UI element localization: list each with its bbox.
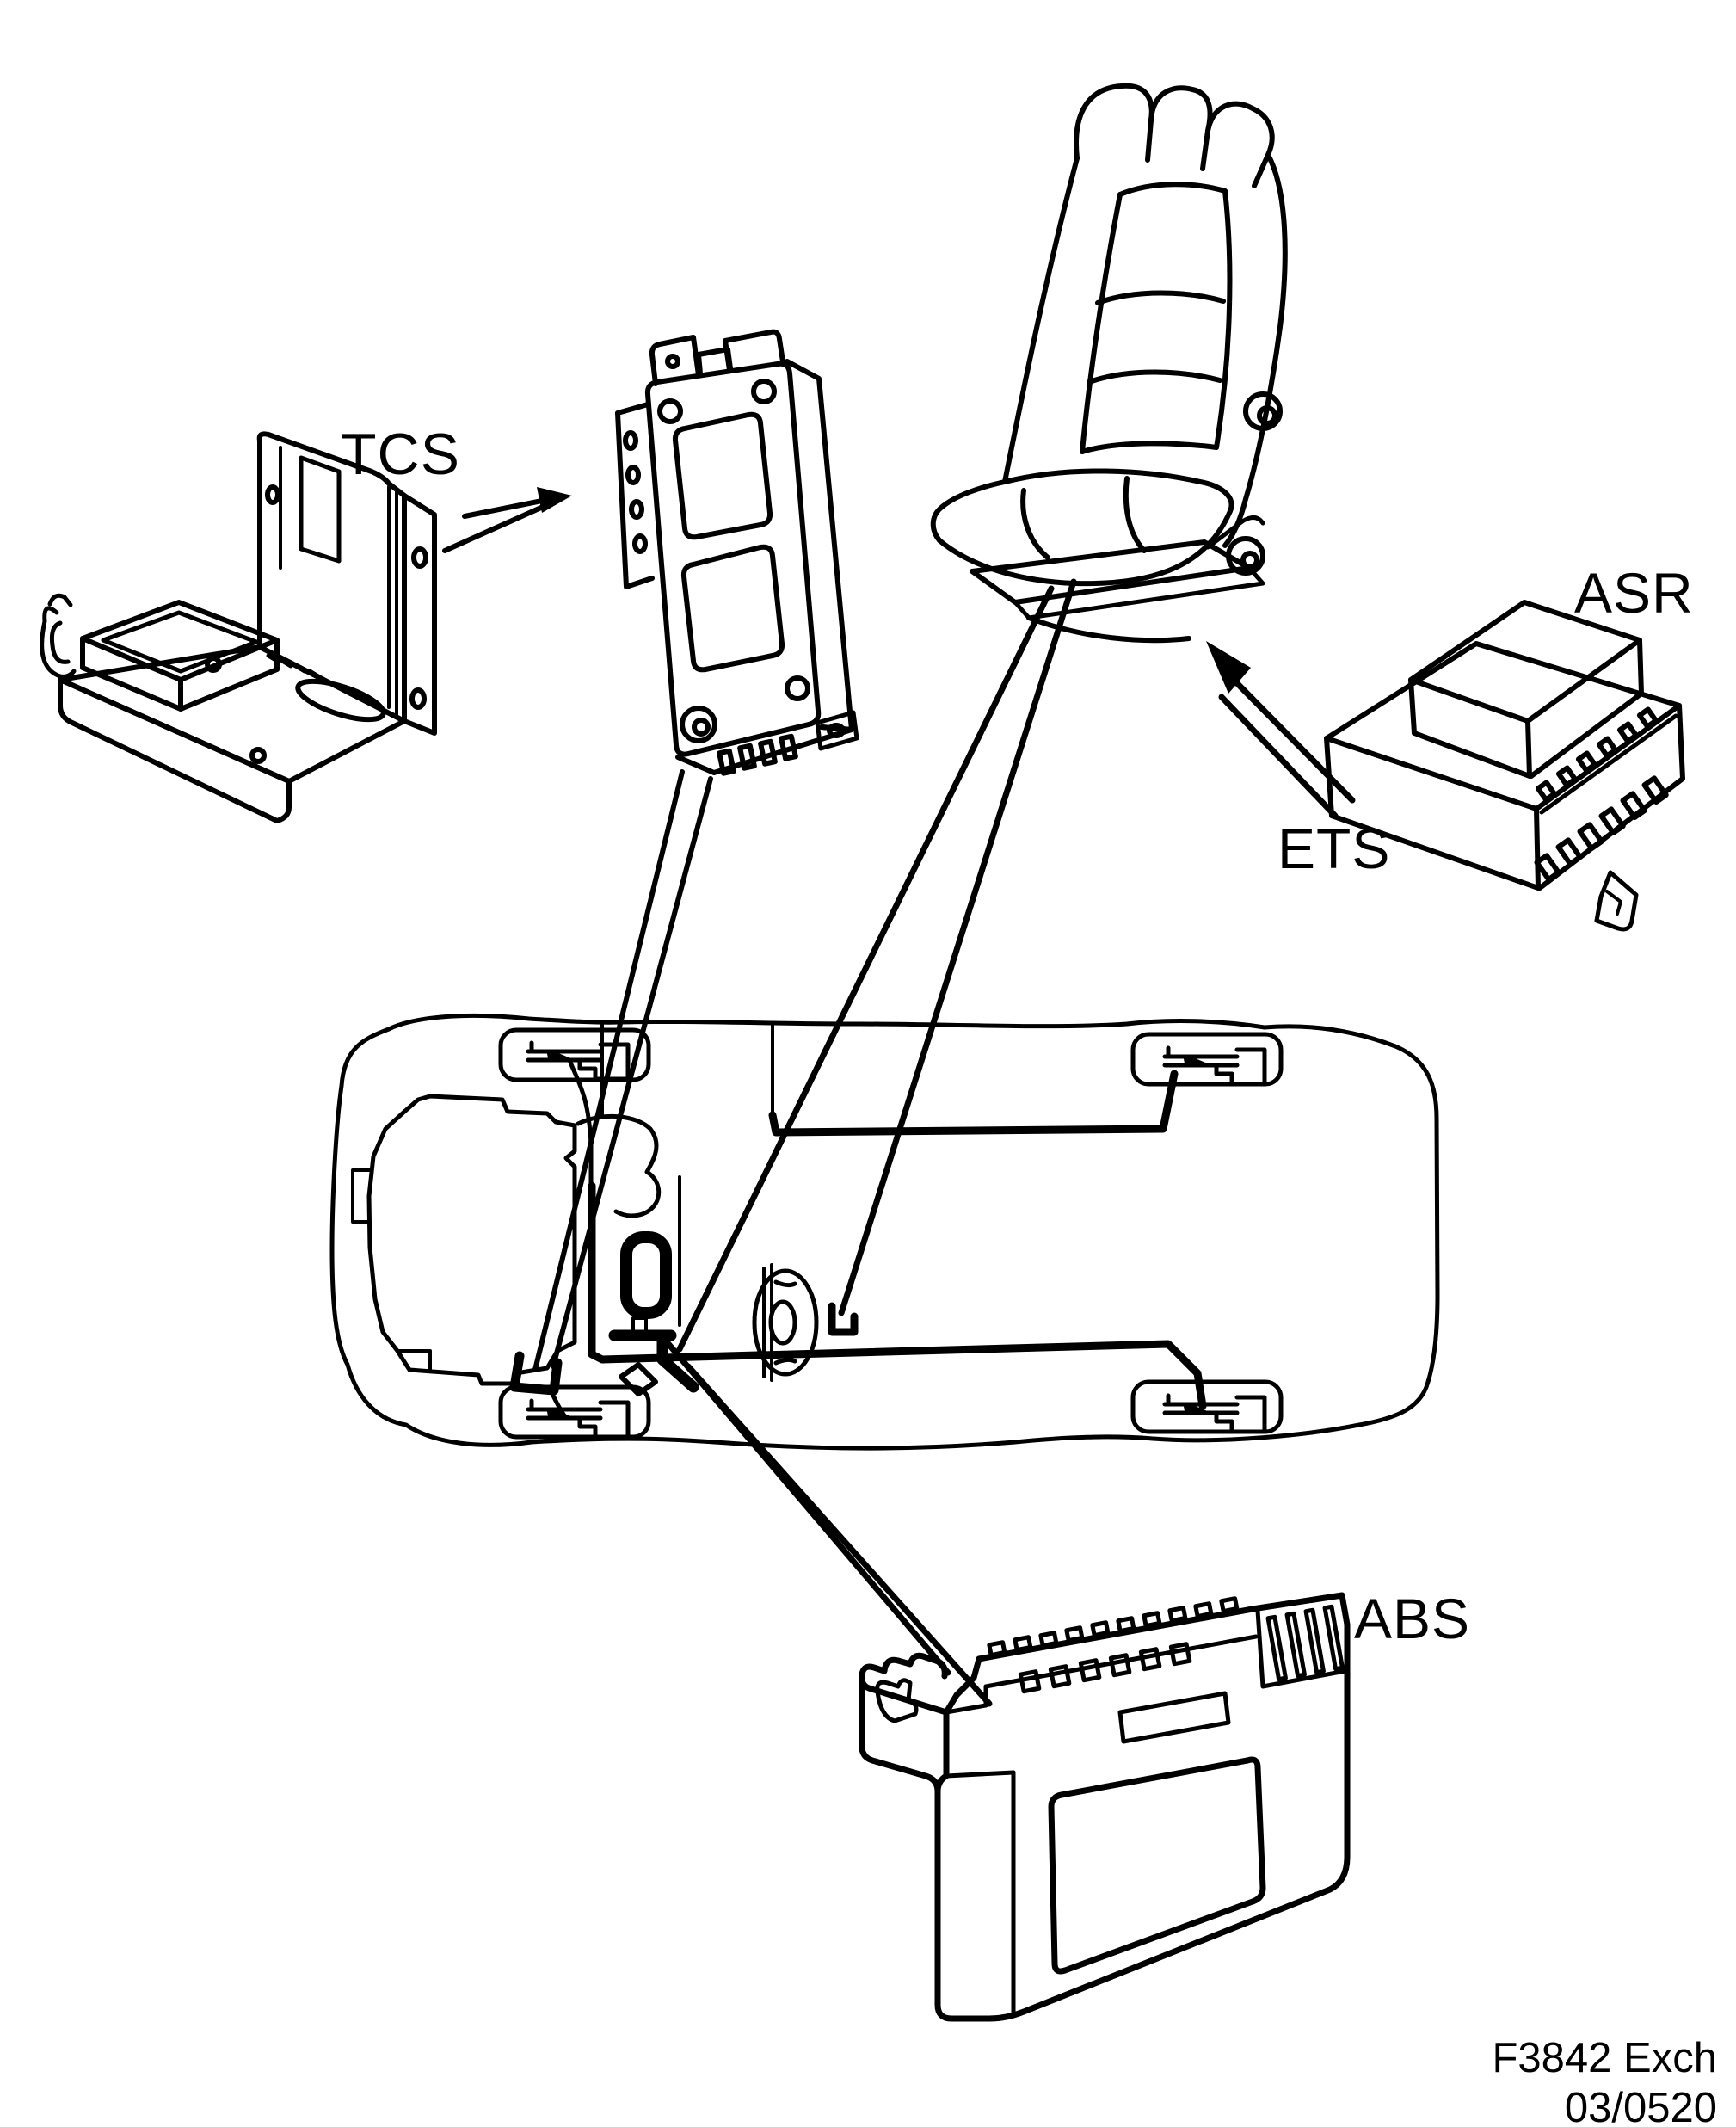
wheel-well-front-right — [498, 1384, 651, 1440]
wheel-sensor-front-right — [526, 1398, 631, 1440]
steering-wheel — [752, 1263, 819, 1382]
tcs-module-illustration — [615, 329, 859, 776]
abs-label: ABS — [1354, 1587, 1470, 1650]
asr-label: ASR — [1574, 561, 1694, 625]
wheel-well-rear-left — [1130, 1032, 1284, 1087]
wheel-sensor-rear-left — [1162, 1045, 1267, 1087]
car-chassis-illustration — [329, 1013, 1440, 1451]
gear-shifter — [620, 1231, 672, 1319]
tcs-label-arrow — [442, 487, 572, 553]
wheel-sensor-front-left — [526, 1040, 631, 1082]
leader-lines-seat — [676, 578, 1077, 1353]
wheel-sensor-rear-right — [1162, 1393, 1267, 1434]
figure-code: F3842 Exch — [1493, 2035, 1718, 2081]
abs-connector-teeth — [987, 1596, 1240, 1658]
abs-fins — [1255, 1604, 1348, 1689]
leader-lines-abs — [661, 1335, 993, 1707]
seat-illustration — [930, 83, 1288, 644]
tcs-label: TCS — [341, 422, 460, 487]
harness-rear-right — [588, 1181, 1207, 1410]
leader-lines-tcs-module — [532, 769, 713, 1372]
wire-front-right-sensor — [548, 1388, 569, 1421]
wheel-well-rear-right — [1130, 1379, 1284, 1434]
abs-module-illustration — [859, 1592, 1351, 2022]
front-harness-connector — [509, 1351, 563, 1396]
figure-revision: 03/0520 — [1565, 2085, 1717, 2127]
ets-label: ETS — [1277, 817, 1390, 880]
asr-ets-arrow — [1206, 641, 1356, 819]
harness-rear-left — [768, 1070, 1179, 1137]
abs-pin-row — [1018, 1642, 1192, 1694]
wheel-well-front-left — [498, 1027, 651, 1082]
seat-harness-connector — [828, 1302, 859, 1336]
tcs-bracket-illustration — [40, 431, 437, 823]
